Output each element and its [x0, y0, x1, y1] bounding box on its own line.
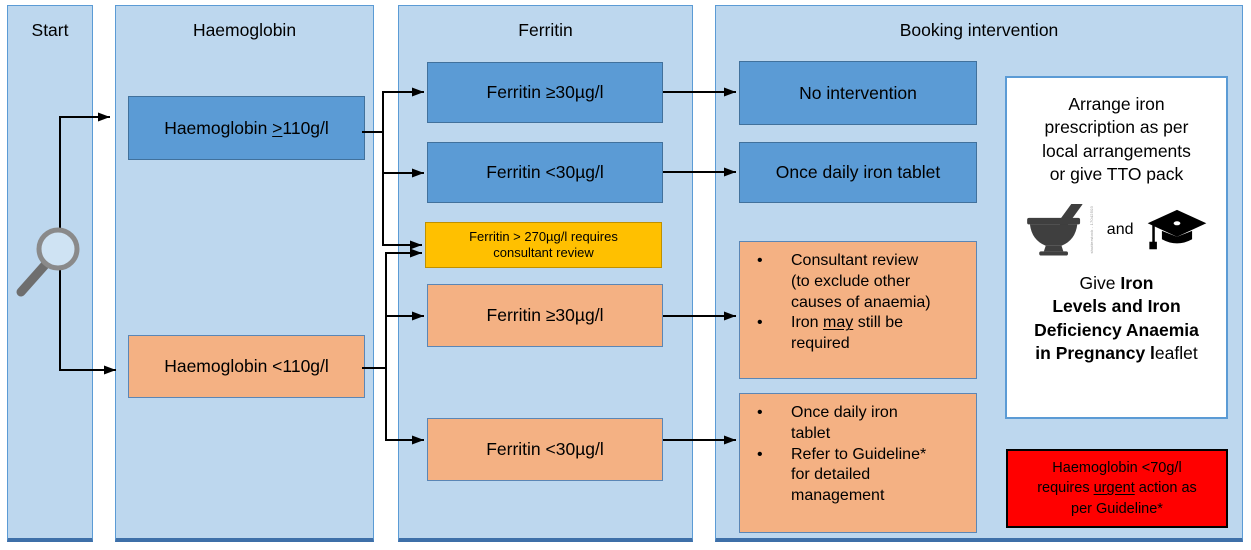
column-start: Start — [7, 5, 93, 542]
ferritin-normal-high-text: Ferritin ≥30µg/l — [486, 82, 604, 102]
ferritin-warning-line2: consultant review — [493, 245, 594, 260]
prescription-line2: prescription as per — [1044, 117, 1189, 138]
consultant-bullet-2-pre: Iron — [791, 314, 824, 332]
column-booking-title: Booking intervention — [899, 20, 1059, 40]
urgent-line1: Haemoglobin <70g/l — [1052, 460, 1182, 477]
node-ferritin-warning: Ferritin > 270µg/l requires consultant r… — [425, 222, 662, 268]
column-haemoglobin-title: Haemoglobin — [192, 20, 297, 40]
consultant-bullet-2-underline: may — [823, 314, 854, 332]
daily-bullet-2: Refer to Guideline* for detailed managem… — [754, 445, 976, 507]
prescription-line3: local arrangements — [1042, 140, 1191, 161]
urgent-action-note: Haemoglobin <70g/l requires urgent actio… — [1006, 449, 1228, 528]
node-ferritin-anaemic-low: Ferritin <30µg/l — [427, 418, 663, 481]
leaflet-text: Give Iron Levels and Iron Deficiency Ana… — [1007, 272, 1226, 365]
ferritin-warning-line1: Ferritin > 270µg/l requires — [469, 228, 618, 244]
urgent-line2-underline: urgent — [1093, 480, 1135, 497]
daily-bullet-2-text: Refer to Guideline* for detailed managem… — [791, 445, 927, 505]
ferritin-anaemic-low-text: Ferritin <30µg/l — [486, 439, 604, 459]
ferritin-normal-low-text: Ferritin <30µg/l — [486, 162, 604, 182]
ferritin-anaemic-high-text: Ferritin ≥30µg/l — [486, 305, 604, 325]
node-once-daily-iron: Once daily iron tablet — [739, 142, 977, 203]
prescription-line4: or give TTO pack — [1049, 163, 1184, 184]
and-label: and — [1106, 221, 1134, 239]
consultant-bullet-1: Consultant review (to exclude other caus… — [754, 251, 976, 313]
prescription-text: Arrange iron prescription as per local a… — [1007, 93, 1226, 186]
stock-watermark: shutterstock - 17042503 — [1089, 206, 1095, 254]
prescription-icons: shutterstock - 17042503 and — [1007, 202, 1226, 258]
hb-low-text: Haemoglobin <110g/l — [164, 356, 329, 376]
column-start-title: Start — [31, 20, 69, 40]
urgent-line2-pre: requires — [1037, 480, 1094, 497]
node-haemoglobin-low: Haemoglobin <110g/l — [128, 335, 365, 398]
node-haemoglobin-high: Haemoglobin >110g/l — [128, 96, 365, 160]
consultant-bullet-2-post: still be required — [791, 314, 904, 353]
mortar-pestle-icon — [1027, 204, 1084, 256]
consultant-bullet-2-text: Iron may still be required — [791, 313, 939, 355]
prescription-line1: Arrange iron — [1068, 94, 1165, 114]
hb-high-text: Haemoglobin — [164, 117, 273, 138]
consultant-bullet-2: Iron may still be required — [754, 313, 976, 355]
leaflet-line1-bold: Iron — [1120, 273, 1154, 294]
column-haemoglobin: Haemoglobin — [115, 5, 374, 542]
hb-high-value: 110g/l — [282, 117, 329, 138]
node-ferritin-anaemic-high: Ferritin ≥30µg/l — [427, 284, 663, 347]
node-ferritin-normal-low: Ferritin <30µg/l — [427, 142, 663, 203]
prescription-note: Arrange iron prescription as per local a… — [1005, 76, 1228, 419]
node-ferritin-normal-high: Ferritin ≥30µg/l — [427, 62, 663, 123]
urgent-line3: per Guideline* — [1071, 500, 1163, 517]
daily-bullet-1: Once daily iron tablet — [754, 403, 976, 445]
hb-high-gte: > — [272, 117, 283, 138]
node-no-intervention: No intervention — [739, 61, 977, 125]
no-intervention-text: No intervention — [799, 82, 917, 103]
node-daily-iron-guideline: Once daily iron tablet Refer to Guidelin… — [739, 393, 977, 533]
daily-bullet-1-text: Once daily iron tablet — [791, 404, 898, 442]
consultant-bullet-1-text: Consultant review (to exclude other caus… — [791, 252, 931, 311]
graduation-cap-icon — [1147, 209, 1206, 250]
urgent-line2: requires urgent action as — [1037, 478, 1197, 498]
once-daily-iron-text: Once daily iron tablet — [775, 162, 941, 182]
node-consultant-review: Consultant review (to exclude other caus… — [739, 241, 977, 379]
leaflet-line3-bold: Deficiency Anaemia — [1034, 319, 1199, 340]
leaflet-line1-pre: Give — [1079, 273, 1121, 294]
leaflet-line4-post: eaflet — [1154, 342, 1198, 363]
leaflet-line2-bold: Levels and Iron — [1052, 296, 1181, 317]
urgent-line2-post: action as — [1134, 480, 1197, 497]
leaflet-line4-bold: in Pregnancy l — [1035, 342, 1155, 363]
column-ferritin-title: Ferritin — [518, 20, 573, 40]
